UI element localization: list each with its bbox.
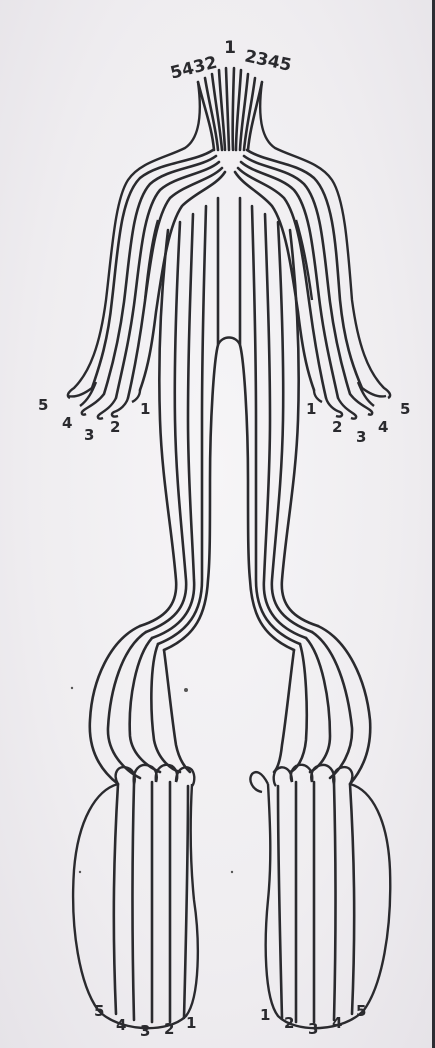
left-foot-label-1: 1 [186,1014,196,1032]
left-hand-label-2: 2 [110,418,120,436]
right-hand-label-4: 4 [378,418,388,436]
right-hand-label-5: 5 [400,400,410,418]
right-foot-label-2: 2 [284,1014,294,1032]
left-foot [73,765,198,1028]
left-hand-label-4: 4 [62,414,72,432]
right-foot-label-1: 1 [260,1006,270,1024]
crotch-outline [218,338,240,346]
left-lower-connectors [90,626,190,784]
right-foot [250,765,390,1028]
right-hand-labels: 1 2 3 4 5 [306,400,410,446]
paper-speck [231,871,233,873]
right-hand-label-3: 3 [356,428,366,446]
head-zone-lines [198,68,262,150]
left-foot-label-4: 4 [116,1016,126,1034]
right-hand-label-2: 2 [332,418,342,436]
left-foot-label-2: 2 [164,1020,174,1038]
paper-speck [71,687,73,689]
left-foot-label-3: 3 [140,1022,150,1040]
paper-speck [184,688,188,692]
right-hand-label-1: 1 [306,400,316,418]
left-hand-label-1: 1 [140,400,150,418]
head-zone-label-center: 1 [224,38,236,58]
right-foot-label-5: 5 [356,1002,366,1020]
right-foot-label-4: 4 [332,1014,342,1032]
right-lower-connectors [274,626,370,784]
left-hand-label-5: 5 [38,396,48,414]
left-hand-label-3: 3 [84,426,94,444]
head-zone-labels-right: 2345 [243,46,293,75]
right-foot-label-3: 3 [308,1020,318,1038]
left-foot-label-5: 5 [94,1002,104,1020]
paper-speck [79,871,81,873]
left-leg-zone-lines [140,198,218,650]
